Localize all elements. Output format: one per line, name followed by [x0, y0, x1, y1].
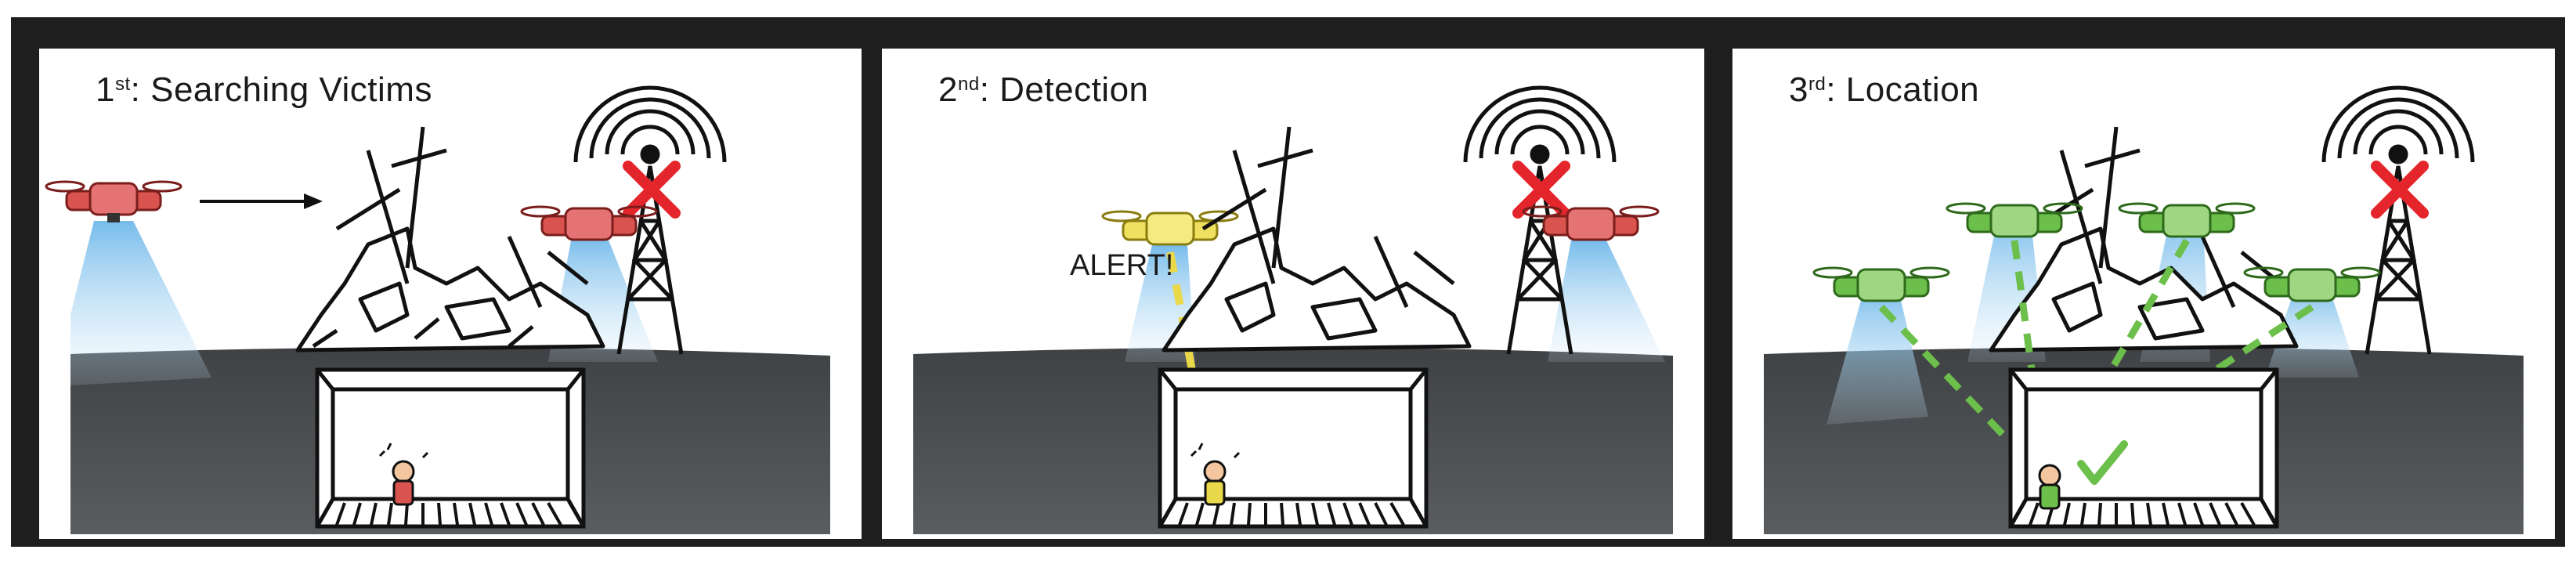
- panel-location: 3rd: Location: [1732, 49, 2555, 539]
- drone-icon: [1812, 266, 1950, 302]
- tower-down-cross: [2371, 161, 2429, 219]
- scene-illustration: [45, 85, 830, 534]
- scene-illustration: [1764, 85, 2524, 534]
- scan-beam: [2265, 284, 2359, 378]
- scan-beam: [1826, 284, 1928, 425]
- panel-detection: 2nd: Detection ALERT!: [882, 49, 1704, 539]
- antenna-tower-icon: [573, 85, 727, 355]
- panel-title: 3rd: Location: [1789, 70, 1980, 109]
- detection-link: [1166, 251, 1215, 472]
- drone-icon: [520, 205, 658, 241]
- drone-icon: [45, 180, 182, 222]
- checkmark-icon: [2077, 440, 2128, 485]
- arrow-icon: [200, 193, 323, 209]
- antenna-tower-icon: [2321, 85, 2475, 355]
- drone-icon: [2243, 266, 2381, 302]
- rubble-icon: [1162, 126, 1472, 352]
- victim-icon: [1190, 443, 1241, 506]
- scan-beam: [1548, 240, 1665, 362]
- rubble-icon: [1989, 126, 2299, 352]
- alert-label: ALERT!: [1070, 249, 1174, 282]
- floor-grate: [1178, 502, 1405, 526]
- floor-grate: [2029, 502, 2256, 526]
- victim-icon: [2038, 464, 2061, 510]
- drone-icon: [1522, 205, 1660, 241]
- scan-beam: [70, 221, 211, 385]
- victim-icon: [378, 443, 429, 506]
- drone-icon: [1101, 210, 1239, 246]
- scene-illustration: [913, 85, 1673, 534]
- rubble-icon: [295, 126, 605, 352]
- panel-title: 2nd: Detection: [938, 70, 1149, 109]
- panel-searching-victims: 1st: Searching Victims: [39, 49, 862, 539]
- floor-grate: [335, 502, 562, 526]
- drone-icon: [2118, 202, 2256, 238]
- tower-down-cross: [623, 161, 681, 219]
- drone-icon: [1946, 202, 2083, 238]
- panel-title: 1st: Searching Victims: [96, 70, 432, 109]
- figure-frame: 1st: Searching Victims: [11, 17, 2565, 547]
- tower-down-cross: [1512, 161, 1570, 219]
- shelter-room: [315, 367, 586, 529]
